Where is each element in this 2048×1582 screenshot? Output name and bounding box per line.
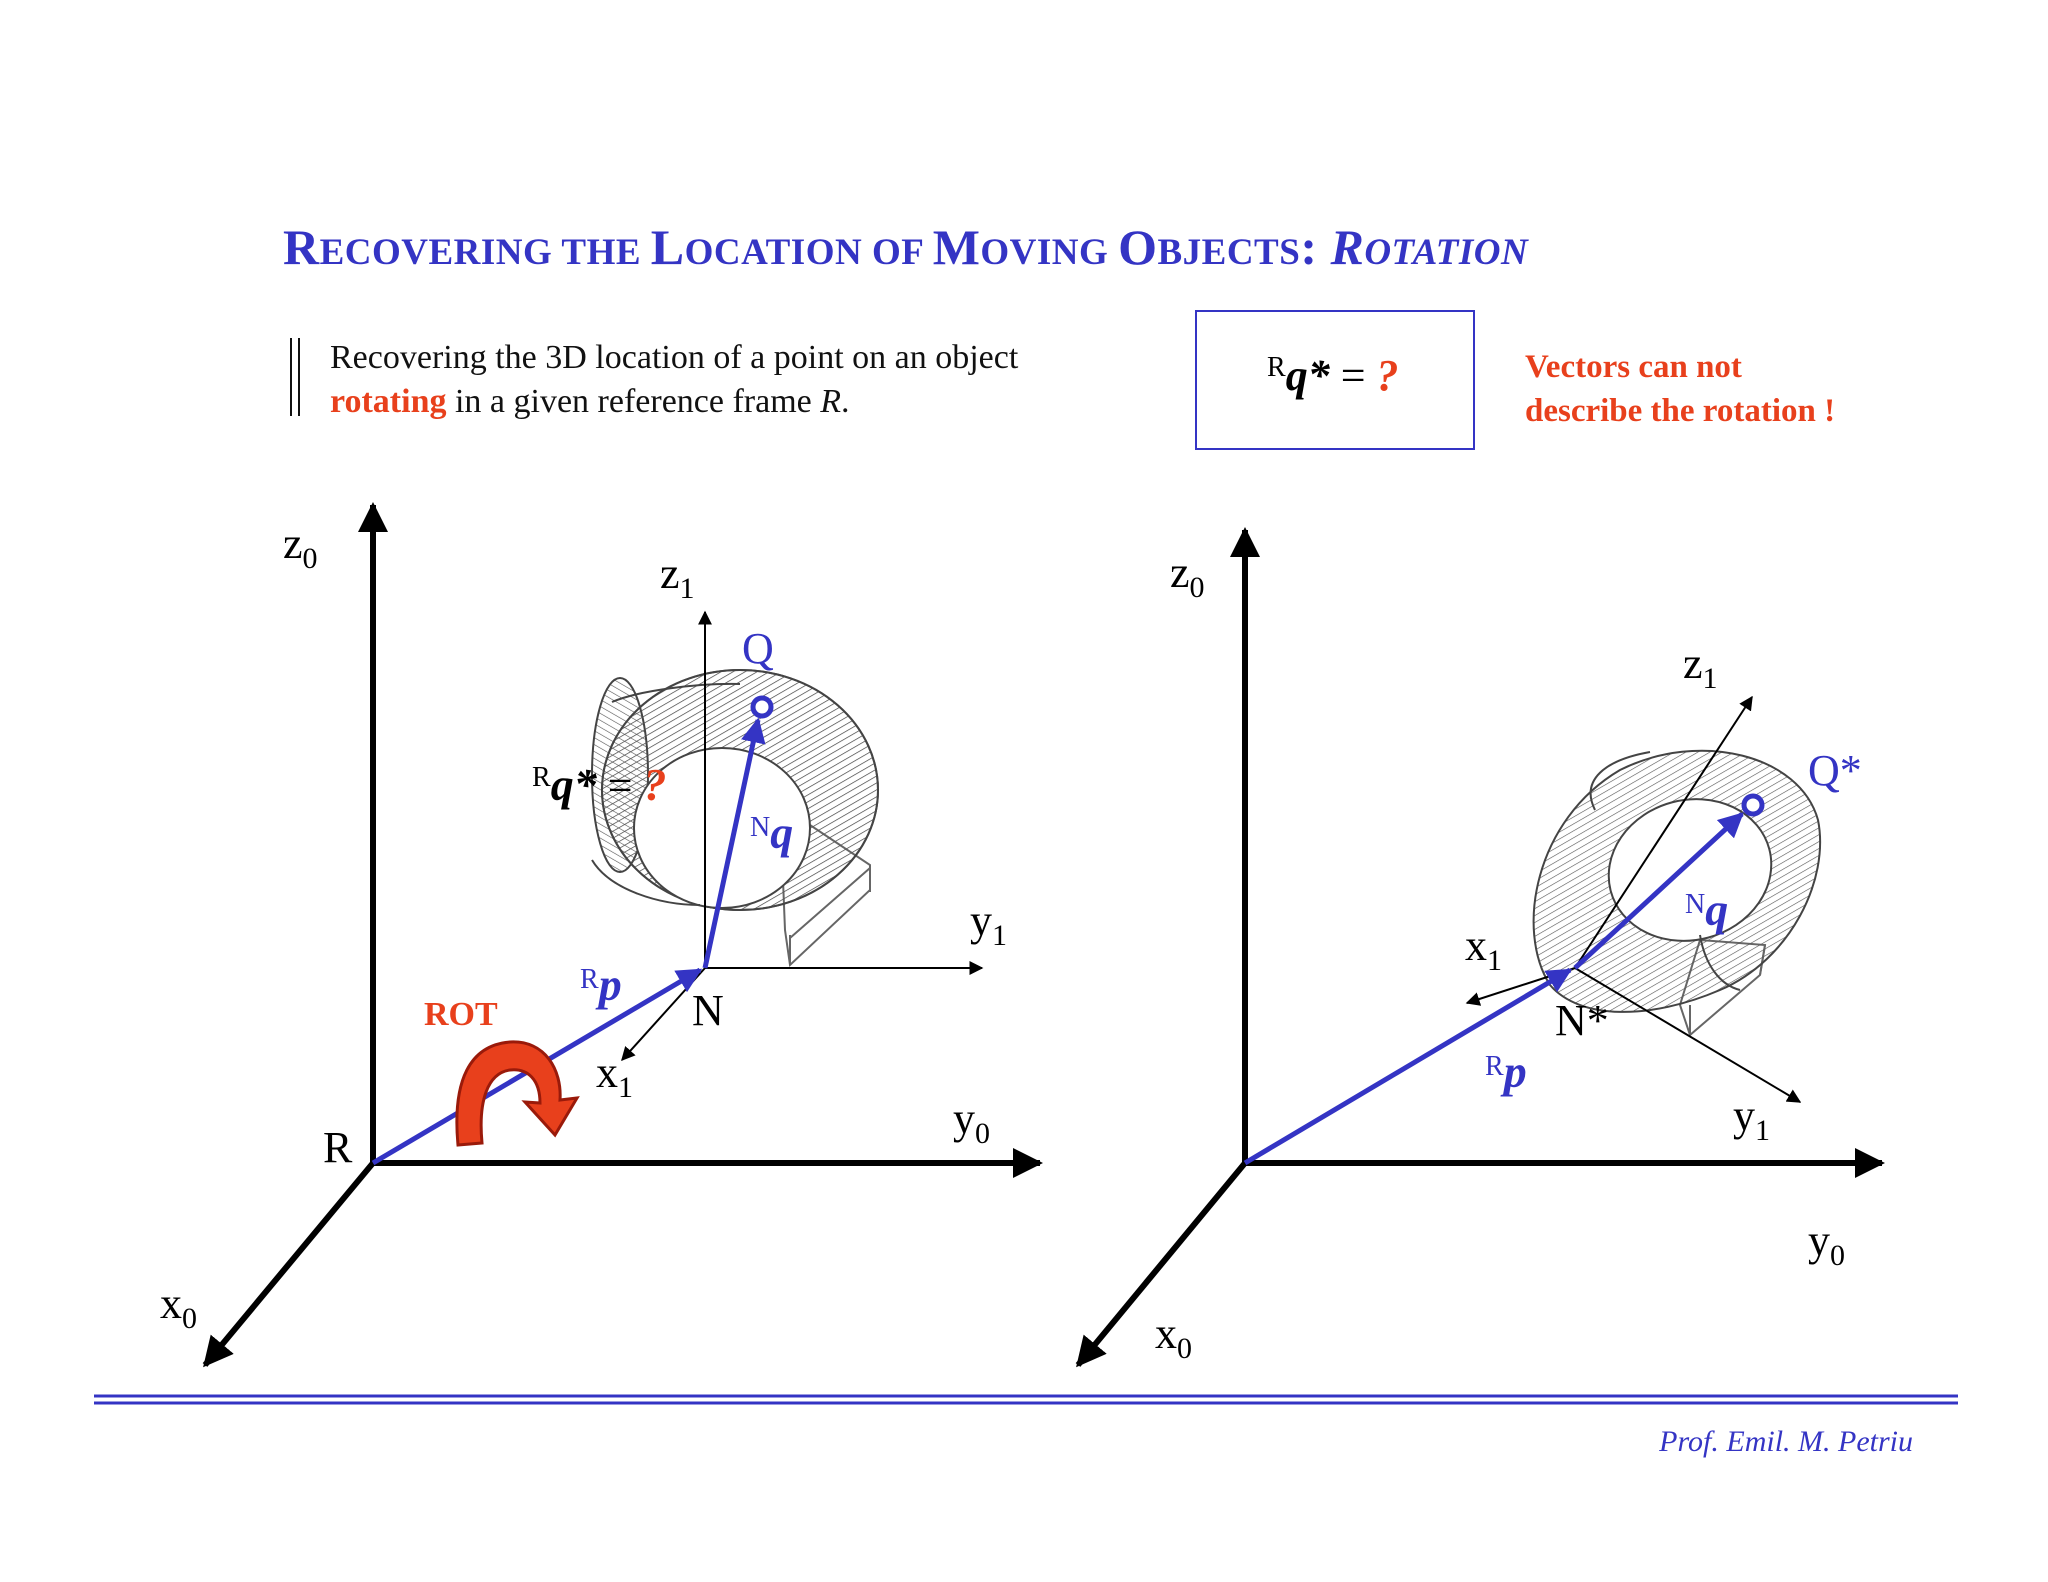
bullet-marker [290,338,300,416]
rotation-note: Vectors can not describe the rotation ! [1525,345,1835,433]
bullet-frame: R [820,383,842,420]
right-z0-label: z0 [1170,548,1205,604]
bullet-line-2: rotating in a given reference frame R. [330,380,1018,424]
footer-author: Prof. Emil. M. Petriu [1659,1425,1913,1458]
bullet-end: . [841,383,850,420]
title-part: L [650,219,685,275]
right-x0-label: x0 [1155,1309,1192,1365]
right-vector-p [1243,967,1573,1166]
left-x0-axis [202,1161,376,1368]
bullet-highlight: rotating [330,383,447,420]
left-point-q-marker [750,695,774,719]
title-part: M [932,219,981,275]
rot-arrow-icon [455,1040,580,1147]
title-part: OCATION OF [684,232,933,273]
equation-var: q* [1285,351,1330,400]
rot-label: ROT [424,996,498,1033]
equation-unknown: ? [1376,351,1399,400]
left-vector-q [702,717,766,969]
title-part: ECOVERING THE [319,232,651,273]
right-diagram: z0 x0 y0 z1 y1 x1 Q* N* Rp Nq [1075,527,1885,1368]
right-y1-axis [1574,967,1802,1103]
title-part: OTATION [1364,232,1529,273]
equation-frame-sup: R [1267,352,1286,383]
title-part: : [1300,219,1331,275]
right-z1-label: z1 [1683,639,1718,695]
left-frame-origin-label: N [692,986,724,1035]
left-vector-q-label: Nq [750,807,793,858]
right-z1-axis [1574,695,1753,969]
bullet-line-1: Recovering the 3D location of a point on… [330,339,1019,376]
left-point-q-label: Q [742,624,774,673]
title-part: OVING [980,232,1119,273]
right-point-q-label: Q* [1808,746,1862,795]
page-title: RECOVERING THE LOCATION OF MOVING OBJECT… [283,218,1528,276]
right-y1-label: y1 [1733,1091,1770,1147]
title-part: R [283,219,320,275]
right-vector-q-label: Nq [1685,884,1728,935]
left-origin-label: R [323,1123,353,1172]
left-z1-label: z1 [660,549,695,605]
equation: Rq* = ? [1267,350,1399,401]
right-x0-axis [1075,1161,1248,1368]
left-torus [591,669,879,968]
right-vector-q [1573,812,1744,970]
bullet-rest: in a given reference frame [446,383,821,420]
left-z0-label: z0 [283,519,318,575]
equation-box: Rq* = ? [1195,310,1475,450]
title-part: O [1118,219,1158,275]
left-y1-label: y1 [970,896,1007,952]
right-frame-origin-label: N* [1555,996,1609,1045]
right-vector-p-label: Rp [1485,1046,1527,1097]
title-part: BJECTS [1157,232,1301,273]
left-diagram: z0 x0 y0 R z1 y1 x1 Q N Rp Nq Rq* = ? RO… [160,502,1043,1368]
title-part: R [1330,219,1365,275]
note-line-1: Vectors can not [1525,349,1742,385]
right-point-q-marker [1741,793,1765,817]
left-x0-label: x0 [160,1279,197,1335]
right-y0-label: y0 [1808,1216,1845,1272]
right-torus [1532,749,1822,1037]
right-x1-label: x1 [1465,921,1502,977]
left-query-label: Rq* = ? [532,759,667,810]
left-x1-label: x1 [596,1048,633,1104]
left-vector-p-label: Rp [580,959,622,1010]
left-y0-label: y0 [953,1094,990,1150]
equation-equals: = [1329,351,1377,400]
note-line-2: describe the rotation ! [1525,393,1836,429]
bullet-text: Recovering the 3D location of a point on… [330,336,1018,424]
